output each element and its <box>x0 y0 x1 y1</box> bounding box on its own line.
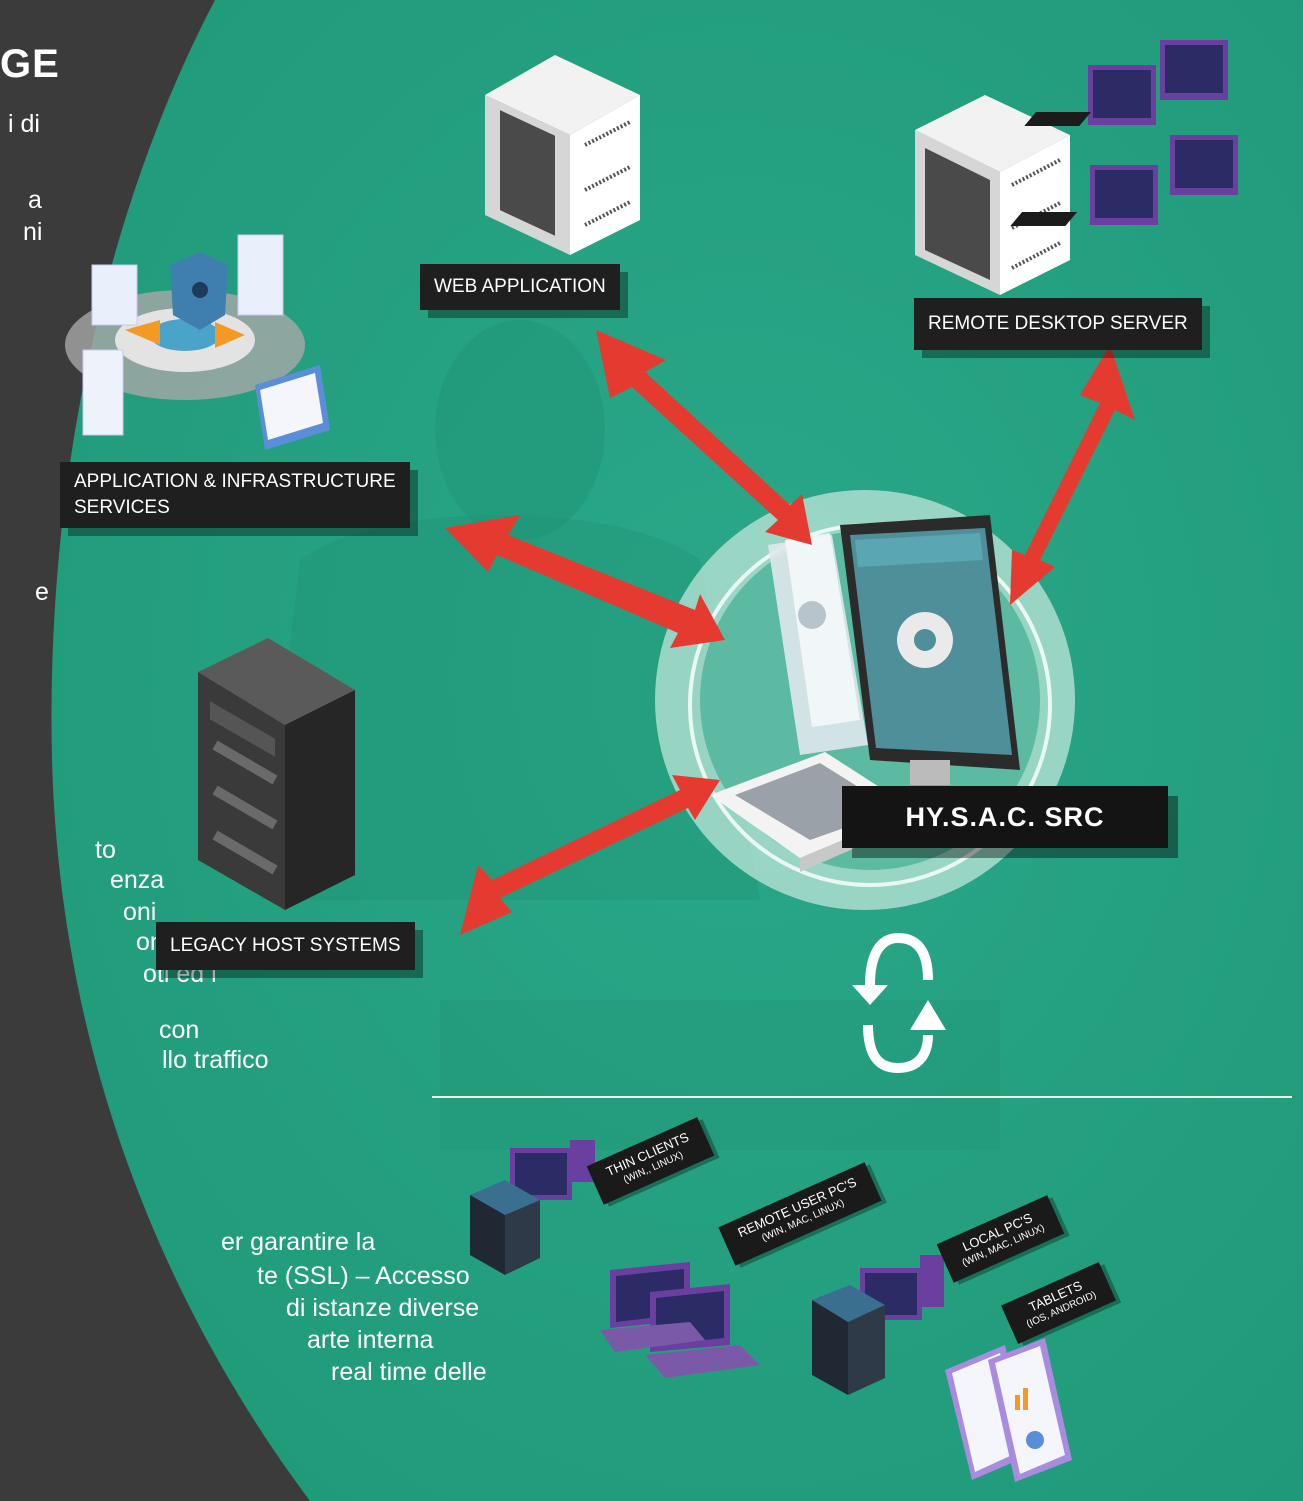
tablet-icon <box>945 1338 1072 1482</box>
application-services-label: APPLICATION & INFRASTRUCTURE SERVICES <box>60 462 410 528</box>
application-services-icon <box>65 234 330 450</box>
left-text-line: a <box>28 186 42 214</box>
arrow <box>460 775 720 935</box>
web-server-icon <box>485 55 640 255</box>
sync-cycle-icon <box>863 932 933 1074</box>
remote-laptop-icon <box>600 1262 760 1378</box>
left-text-line: oni <box>123 898 157 926</box>
center-label: HY.S.A.C. SRC <box>842 786 1168 848</box>
left-text-line: llo traffico <box>162 1046 269 1074</box>
left-heading: GE <box>0 42 60 86</box>
left-text-line: di istanze diverse <box>286 1294 480 1322</box>
arrow <box>596 330 812 545</box>
arrow <box>445 515 725 648</box>
left-text-line: e <box>35 578 49 606</box>
left-text-line: er garantire la <box>221 1228 376 1256</box>
legacy-rack-icon <box>198 638 355 910</box>
thin-client-icon <box>470 1140 595 1275</box>
left-text-line: ni <box>23 218 43 246</box>
arrow <box>1010 345 1135 605</box>
web-application-label: WEB APPLICATION <box>420 264 620 310</box>
left-text-line: con <box>159 1016 200 1044</box>
legacy-host-label: LEGACY HOST SYSTEMS <box>156 922 415 970</box>
remote-desktop-server-label: REMOTE DESKTOP SERVER <box>914 298 1202 350</box>
local-pc-icon <box>812 1255 944 1395</box>
left-text-line: to <box>95 836 116 864</box>
left-text-line: real time delle <box>331 1358 487 1386</box>
left-text-line: i di <box>8 110 40 138</box>
left-text-line: te (SSL) – Accesso <box>257 1262 470 1290</box>
left-text-line: enza <box>110 866 165 894</box>
monitor-grid-icon <box>1010 40 1238 226</box>
left-text-line: arte interna <box>307 1326 434 1354</box>
